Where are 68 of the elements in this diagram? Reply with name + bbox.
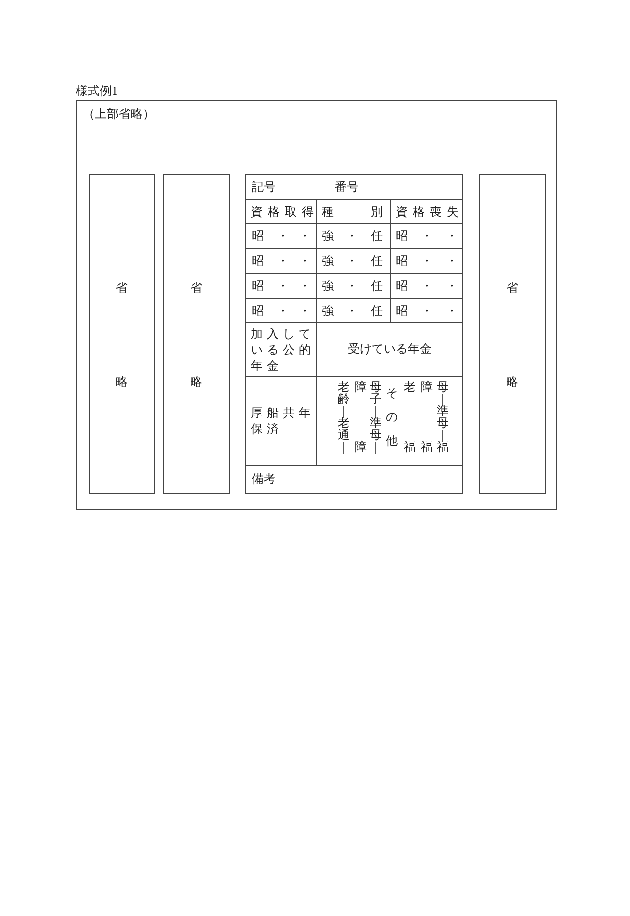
pension-type-text: 老齢｜老通｜ [338, 381, 350, 453]
omitted-column [163, 174, 230, 494]
omission-mark: 略 [116, 375, 128, 389]
form-field-label: ・ [346, 279, 358, 293]
form-field-label: 昭 [396, 279, 408, 293]
pension-type-text: 母｜準母｜福 [437, 381, 449, 453]
form-field-label: ・ [421, 229, 433, 243]
form-field-label: 受けている年金 [348, 342, 432, 356]
pension-type-text: その他 [386, 385, 398, 450]
form-field-label: ・ [277, 254, 289, 268]
form-field-label: 任 [371, 304, 383, 318]
form-field-label: 備考 [252, 472, 276, 486]
form-field-label: 昭 [252, 254, 264, 268]
pension-type-text: 障 [355, 381, 367, 393]
form-field-label: ・ [346, 229, 358, 243]
form-field-label: 昭 [252, 229, 264, 243]
form-field-label: 強 [322, 304, 334, 318]
form-field-label: 任 [371, 254, 383, 268]
omission-mark: 省 [116, 281, 128, 295]
form-field-label: ・ [421, 304, 433, 318]
pension-type-text: 障 [421, 381, 433, 393]
form-field-label: ・ [446, 304, 458, 318]
form-field-label: ・ [346, 254, 358, 268]
form-field-label: 別 [371, 205, 383, 219]
form-field-label: ・ [299, 254, 311, 268]
form-field-label: 強 [322, 229, 334, 243]
form-field-label: ・ [421, 279, 433, 293]
pension-type-text: 福 [421, 441, 433, 453]
form-field-label: 資格取得 [251, 205, 319, 219]
omission-mark: 省 [190, 281, 202, 295]
form-field-label: ・ [446, 254, 458, 268]
form-field-label: ・ [277, 304, 289, 318]
omission-mark: 省 [506, 281, 518, 295]
form-field-label: 資格喪失 [396, 205, 464, 219]
form-field-label: ・ [346, 304, 358, 318]
pension-type-text: 母子｜準母｜ [370, 381, 382, 453]
form-field-label: ・ [277, 279, 289, 293]
omitted-column [479, 174, 546, 494]
form-field-label: 番号 [335, 180, 359, 194]
omission-mark: 略 [506, 375, 518, 389]
form-field-label: 任 [371, 279, 383, 293]
form-field-label: ・ [299, 304, 311, 318]
form-field-label: 昭 [396, 254, 408, 268]
form-field-label: 記号 [252, 180, 276, 194]
form-field-label: 任 [371, 229, 383, 243]
form-field-label: 昭 [396, 304, 408, 318]
form-field-label: ・ [421, 254, 433, 268]
form-field-label: ・ [446, 279, 458, 293]
form-field-label: 昭 [252, 279, 264, 293]
form-field-label: 強 [322, 254, 334, 268]
form-field-label: ・ [446, 229, 458, 243]
form-field-label: 強 [322, 279, 334, 293]
form-field-label: 昭 [396, 229, 408, 243]
pension-type-text: 老 [404, 381, 416, 393]
form-field-label: ・ [299, 229, 311, 243]
pension-type-text: 福 [404, 441, 416, 453]
form-field-label: ・ [277, 229, 289, 243]
form-field-label: ・ [299, 279, 311, 293]
form-title: 様式例1 [76, 84, 118, 98]
omission-note: （上部省略） [83, 107, 155, 121]
omission-mark: 略 [190, 375, 202, 389]
form-field-label: 昭 [252, 304, 264, 318]
omitted-column [89, 174, 155, 494]
form-frame [76, 100, 557, 510]
form-field-label: 種 [322, 205, 334, 219]
pension-type-text: 障 [355, 441, 367, 453]
form-field-label: 厚船共年保済 [251, 405, 315, 437]
form-field-label: 加入している公的年金 [251, 326, 315, 374]
